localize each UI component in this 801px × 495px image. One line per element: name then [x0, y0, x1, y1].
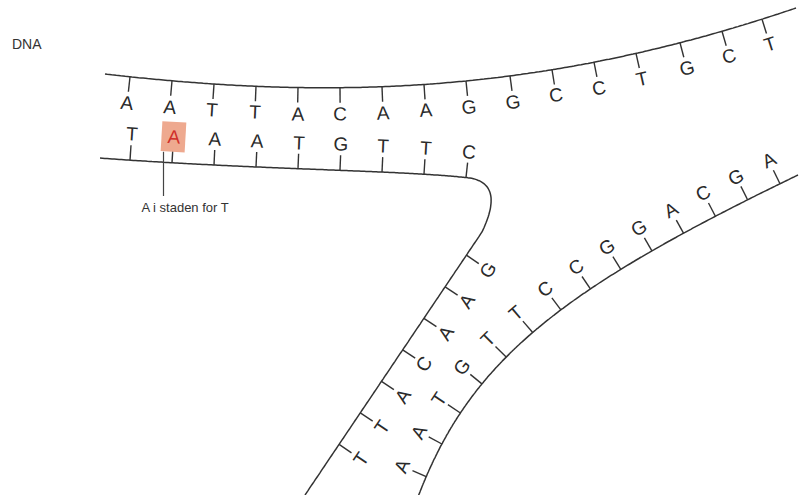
- base-letter: G: [333, 135, 349, 155]
- base-pair-tick: [582, 277, 590, 289]
- base-pair-tick: [773, 170, 780, 183]
- base-pair-tick: [466, 163, 468, 178]
- base-pair-tick: [128, 77, 130, 92]
- base-pair-tick: [448, 405, 461, 413]
- base-letter: A: [291, 104, 304, 123]
- base-letter: C: [565, 256, 587, 279]
- base-pair-tick: [171, 81, 172, 96]
- base-pair-tick: [636, 53, 639, 68]
- base-pair-tick: [382, 381, 394, 389]
- base-letter: T: [206, 100, 219, 120]
- base-pair-tick: [762, 19, 767, 33]
- mutated-base: A: [167, 127, 181, 147]
- base-pair-tick: [255, 86, 257, 101]
- base-letter: C: [590, 77, 607, 98]
- base-letter: T: [371, 417, 393, 437]
- base-pair-tick: [413, 471, 427, 477]
- base-letter: T: [125, 124, 138, 144]
- base-letter: G: [450, 356, 474, 379]
- base-pair-tick: [722, 31, 726, 45]
- base-letter: T: [293, 133, 305, 152]
- base-letter: C: [548, 85, 565, 106]
- base-pair-tick: [339, 444, 351, 452]
- base-pair-tick: [510, 76, 512, 91]
- base-pair-tick: [429, 437, 442, 444]
- base-letter: A: [434, 322, 457, 343]
- base-letter: G: [596, 235, 619, 259]
- base-pair-tick: [466, 81, 468, 96]
- base-letter: T: [349, 449, 371, 469]
- base-letter: G: [476, 258, 500, 281]
- base-pair-tick: [213, 150, 215, 165]
- base-letter: C: [413, 353, 436, 375]
- base-pair-tick: [403, 350, 416, 358]
- strand-backbone: [105, 8, 796, 88]
- base-pair-tick: [381, 157, 383, 172]
- base-letter: A: [392, 385, 415, 406]
- base-pair-tick: [676, 220, 683, 233]
- base-letter: G: [505, 91, 522, 112]
- base-pair-tick: [360, 413, 372, 421]
- base-letter: A: [376, 103, 389, 122]
- base-letter: G: [725, 165, 747, 189]
- base-pair-tick: [297, 88, 299, 103]
- mutation-highlight: [161, 121, 187, 152]
- base-letter: C: [534, 277, 556, 300]
- base-pair-tick: [297, 154, 299, 169]
- base-letter: G: [677, 57, 696, 79]
- base-letter: C: [693, 182, 714, 205]
- base-pair-tick: [523, 321, 533, 332]
- base-pair-tick: [552, 298, 561, 310]
- base-pair-tick: [213, 84, 214, 99]
- base-pair-tick: [709, 203, 716, 216]
- base-pair-tick: [381, 87, 383, 102]
- base-letter: C: [333, 104, 347, 123]
- base-letter: A: [120, 92, 135, 112]
- base-letter: A: [250, 131, 264, 151]
- base-pair-tick: [424, 85, 425, 100]
- base-pair-tick: [680, 43, 684, 58]
- base-pair-tick: [496, 347, 507, 358]
- base-pair-tick: [594, 62, 597, 77]
- base-letter: T: [428, 389, 450, 409]
- base-letter: T: [249, 103, 261, 122]
- base-letter: G: [460, 97, 477, 117]
- base-letter: A: [391, 457, 413, 476]
- base-pair-tick: [424, 318, 437, 326]
- base-pair-tick: [466, 255, 478, 263]
- base-letter: T: [377, 136, 389, 156]
- base-pair-tick: [741, 186, 748, 199]
- base-pair-tick: [470, 374, 482, 384]
- base-pair-tick: [423, 159, 425, 174]
- base-pair-tick: [130, 145, 131, 160]
- base-pair-tick: [255, 152, 257, 167]
- base-letter: A: [419, 100, 433, 120]
- mutation-note: A i staden for T: [142, 200, 229, 215]
- base-letter: T: [477, 328, 499, 350]
- base-letter: A: [455, 291, 478, 312]
- base-pair-tick: [339, 155, 341, 170]
- base-letter: T: [419, 138, 432, 158]
- base-letter: A: [661, 199, 681, 222]
- base-pair-tick: [552, 70, 554, 85]
- diagram-label: DNA: [12, 36, 42, 52]
- leader-line: [163, 152, 164, 196]
- base-pair-tick: [644, 238, 652, 251]
- base-letter: A: [759, 149, 779, 172]
- base-letter: A: [208, 129, 222, 149]
- base-letter: G: [628, 216, 650, 240]
- base-letter: C: [461, 142, 477, 162]
- base-letter: A: [408, 422, 431, 442]
- base-pair-tick: [445, 287, 458, 295]
- strand-backbone: [418, 175, 798, 495]
- base-pair-tick: [613, 257, 621, 270]
- base-pair-tick: [339, 88, 341, 103]
- base-letter: C: [720, 45, 738, 67]
- base-letter: T: [634, 68, 650, 89]
- strand-backbone: [100, 158, 491, 495]
- base-letter: A: [163, 97, 177, 117]
- base-letter: T: [505, 302, 526, 324]
- base-letter: T: [761, 33, 778, 55]
